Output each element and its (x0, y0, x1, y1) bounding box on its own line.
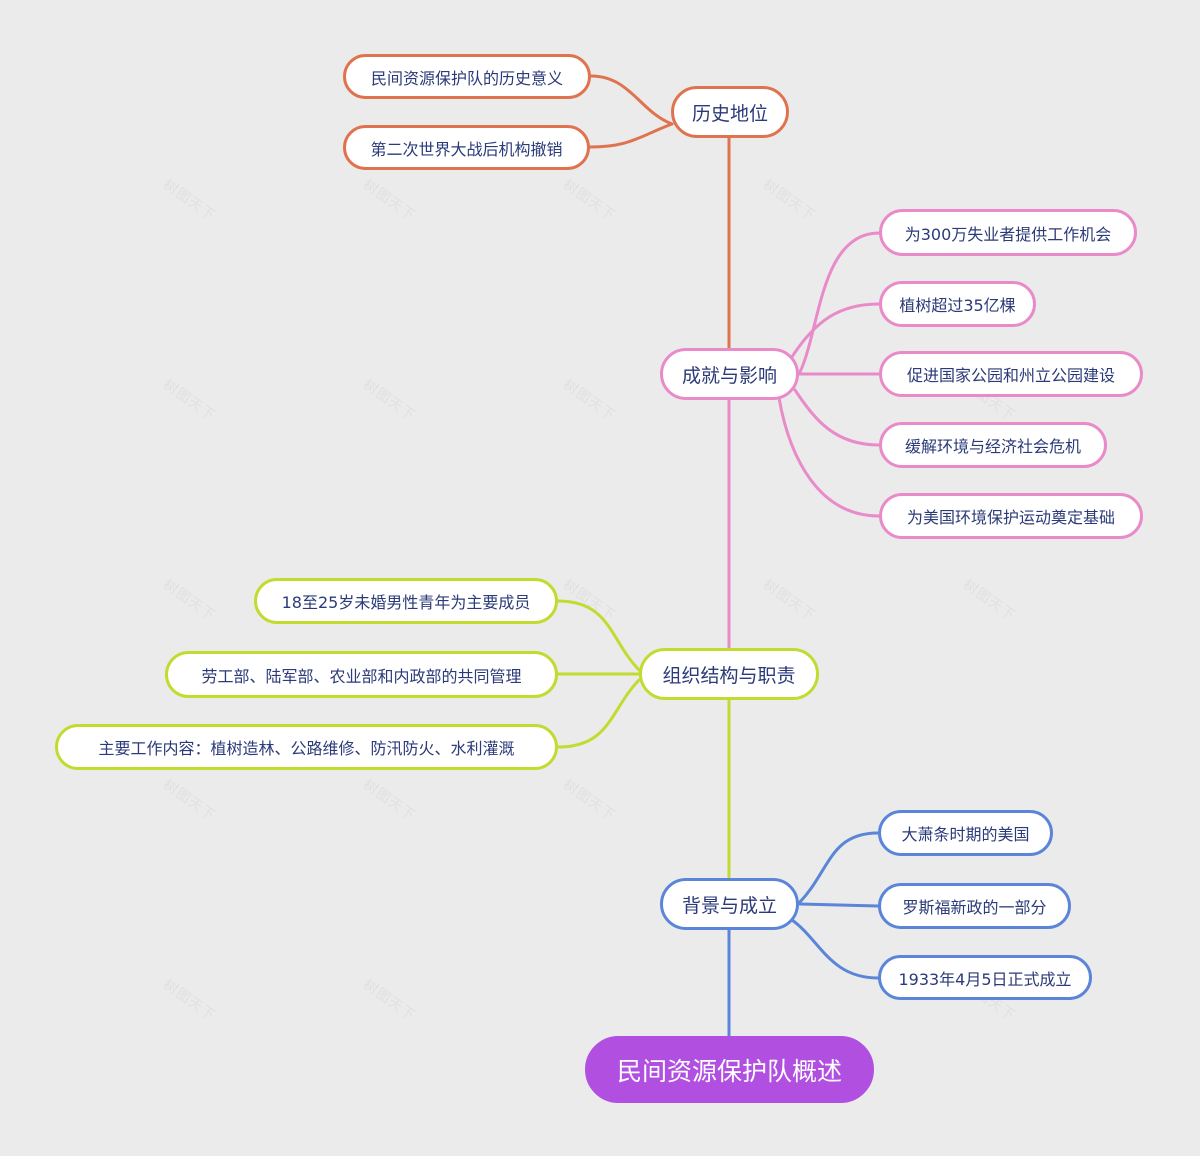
leaf-organization-management[interactable]: 劳工部、陆军部、农业部和内政部的共同管理 (165, 651, 558, 698)
leaf-background-depression[interactable]: 大萧条时期的美国 (878, 810, 1053, 856)
leaf-history-abolished[interactable]: 第二次世界大战后机构撤销 (343, 125, 590, 170)
leaf-label: 民间资源保护队的历史意义 (370, 68, 563, 88)
branch-history[interactable]: 历史地位 (671, 86, 789, 138)
root-node[interactable]: 民间资源保护队概述 (585, 1036, 874, 1103)
branch-label: 背景与成立 (681, 894, 777, 917)
leaf-label: 18至25岁未婚男性青年为主要成员 (281, 593, 531, 612)
leaf-label: 劳工部、陆军部、农业部和内政部的共同管理 (201, 666, 522, 686)
leaf-label: 罗斯福新政的一部分 (902, 898, 1047, 917)
leaf-achievement-jobs[interactable]: 为300万失业者提供工作机会 (879, 209, 1137, 256)
leaf-label: 植树超过35亿棵 (899, 296, 1016, 315)
leaf-label: 为300万失业者提供工作机会 (904, 224, 1112, 244)
leaf-label: 缓解环境与经济社会危机 (904, 437, 1081, 456)
leaf-label: 第二次世界大战后机构撤销 (370, 139, 563, 159)
leaf-achievement-parks[interactable]: 促进国家公园和州立公园建设 (879, 351, 1143, 397)
leaf-achievement-trees[interactable]: 植树超过35亿棵 (879, 281, 1036, 327)
leaf-label: 大萧条时期的美国 (901, 825, 1030, 844)
branch-label: 组织结构与职责 (662, 664, 796, 687)
leaf-background-new-deal[interactable]: 罗斯福新政的一部分 (878, 883, 1071, 929)
leaf-label: 为美国环境保护运动奠定基础 (906, 508, 1115, 527)
leaf-achievement-crisis[interactable]: 缓解环境与经济社会危机 (879, 422, 1107, 468)
branch-organization[interactable]: 组织结构与职责 (639, 648, 819, 700)
leaf-organization-members[interactable]: 18至25岁未婚男性青年为主要成员 (254, 578, 558, 624)
leaf-achievement-foundation[interactable]: 为美国环境保护运动奠定基础 (879, 493, 1143, 539)
leaf-label: 1933年4月5日正式成立 (898, 969, 1072, 989)
leaf-history-significance[interactable]: 民间资源保护队的历史意义 (343, 54, 591, 99)
leaf-organization-work[interactable]: 主要工作内容：植树造林、公路维修、防汛防火、水利灌溉 (55, 724, 558, 770)
leaf-label: 主要工作内容：植树造林、公路维修、防汛防火、水利灌溉 (98, 739, 515, 758)
root-label: 民间资源保护队概述 (616, 1056, 842, 1086)
leaf-background-founded[interactable]: 1933年4月5日正式成立 (878, 955, 1092, 1000)
branch-background[interactable]: 背景与成立 (660, 878, 799, 930)
branch-label: 成就与影响 (681, 364, 777, 387)
branch-label: 历史地位 (691, 102, 768, 125)
branch-achievement[interactable]: 成就与影响 (660, 348, 799, 400)
leaf-label: 促进国家公园和州立公园建设 (906, 366, 1115, 385)
